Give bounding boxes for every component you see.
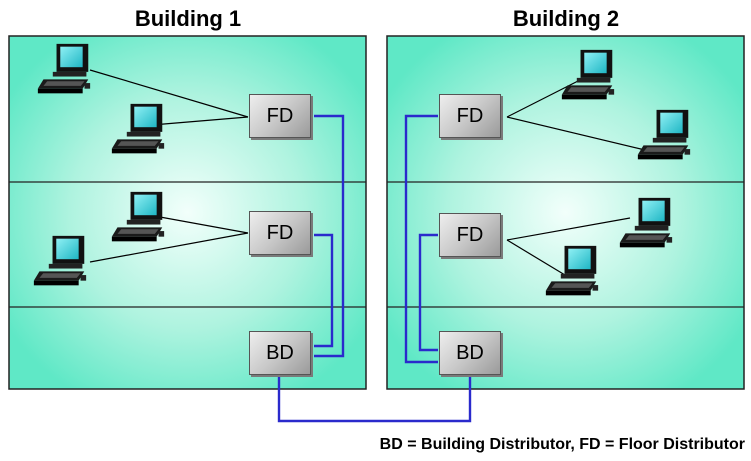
building-2-floor-distributor-1: FD [439,94,501,138]
link-b2f1-pc2 [506,116,646,151]
cable-bd-bd-link [277,376,472,423]
cable-b1-fd1-bd [314,114,345,358]
cable-b1-fd2-bd [314,233,334,348]
link-b1f2-pc2 [89,232,249,263]
building-2-title: Building 2 [512,6,620,31]
legend-caption: BD = Building Distributor, FD = Floor Di… [379,436,745,453]
link-b2f2-pc2 [506,239,566,276]
cable-b2-fd1-bd [404,114,438,364]
building-2-floor-distributor-2: FD [439,213,501,257]
building-1-floor-distributor-1: FD [249,94,311,138]
link-b1f1-pc1 [89,69,249,118]
building-2-building-distributor: BD [439,331,501,375]
cable-b2-fd2-bd [418,233,438,352]
link-b1f2-pc1 [159,216,249,234]
building-1-building-distributor: BD [249,331,311,375]
link-b1f1-pc2 [151,116,249,126]
building-1-title: Building 1 [134,6,242,31]
building-1-floor-distributor-2: FD [249,211,311,255]
distribution-cables [277,114,472,423]
link-b2f2-pc1 [506,217,631,241]
